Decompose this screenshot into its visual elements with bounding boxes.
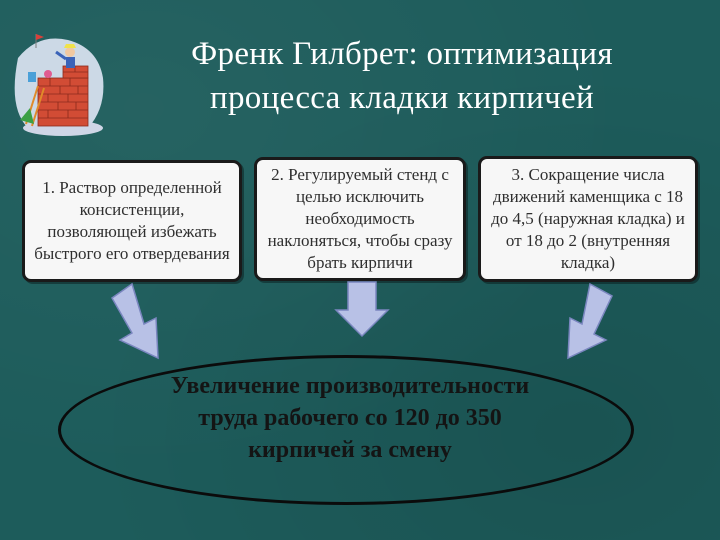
arrow-left bbox=[111, 282, 159, 360]
step-box-3-text: 3. Сокращение числа движений каменщика с… bbox=[491, 165, 685, 272]
result-line-2: труда рабочего со 120 до 350 bbox=[198, 405, 502, 431]
result-line-3: кирпичей за смену bbox=[248, 437, 452, 463]
slide-title: Френк Гилбрет: оптимизация процесса клад… bbox=[112, 32, 692, 120]
result-ellipse bbox=[58, 355, 634, 505]
title-line-1: Френк Гилбрет: оптимизация bbox=[191, 36, 613, 72]
arrow-center bbox=[334, 281, 390, 338]
result-text: Увеличение производительности труда рабо… bbox=[110, 370, 590, 466]
step-box-3: 3. Сокращение числа движений каменщика с… bbox=[478, 156, 698, 282]
step-box-2: 2. Регулируемый стенд с целью исключить … bbox=[254, 157, 466, 281]
arrow-right bbox=[567, 282, 613, 360]
result-line-1: Увеличение производительности bbox=[170, 373, 530, 399]
step-box-2-text: 2. Регулируемый стенд с целью исключить … bbox=[267, 165, 453, 272]
title-line-2: процесса кладки кирпичей bbox=[210, 80, 594, 116]
step-box-1: 1. Раствор определенной консистенции, по… bbox=[22, 160, 242, 282]
brick-wall-builder-icon bbox=[14, 34, 104, 136]
step-box-1-text: 1. Раствор определенной консистенции, по… bbox=[34, 178, 230, 263]
